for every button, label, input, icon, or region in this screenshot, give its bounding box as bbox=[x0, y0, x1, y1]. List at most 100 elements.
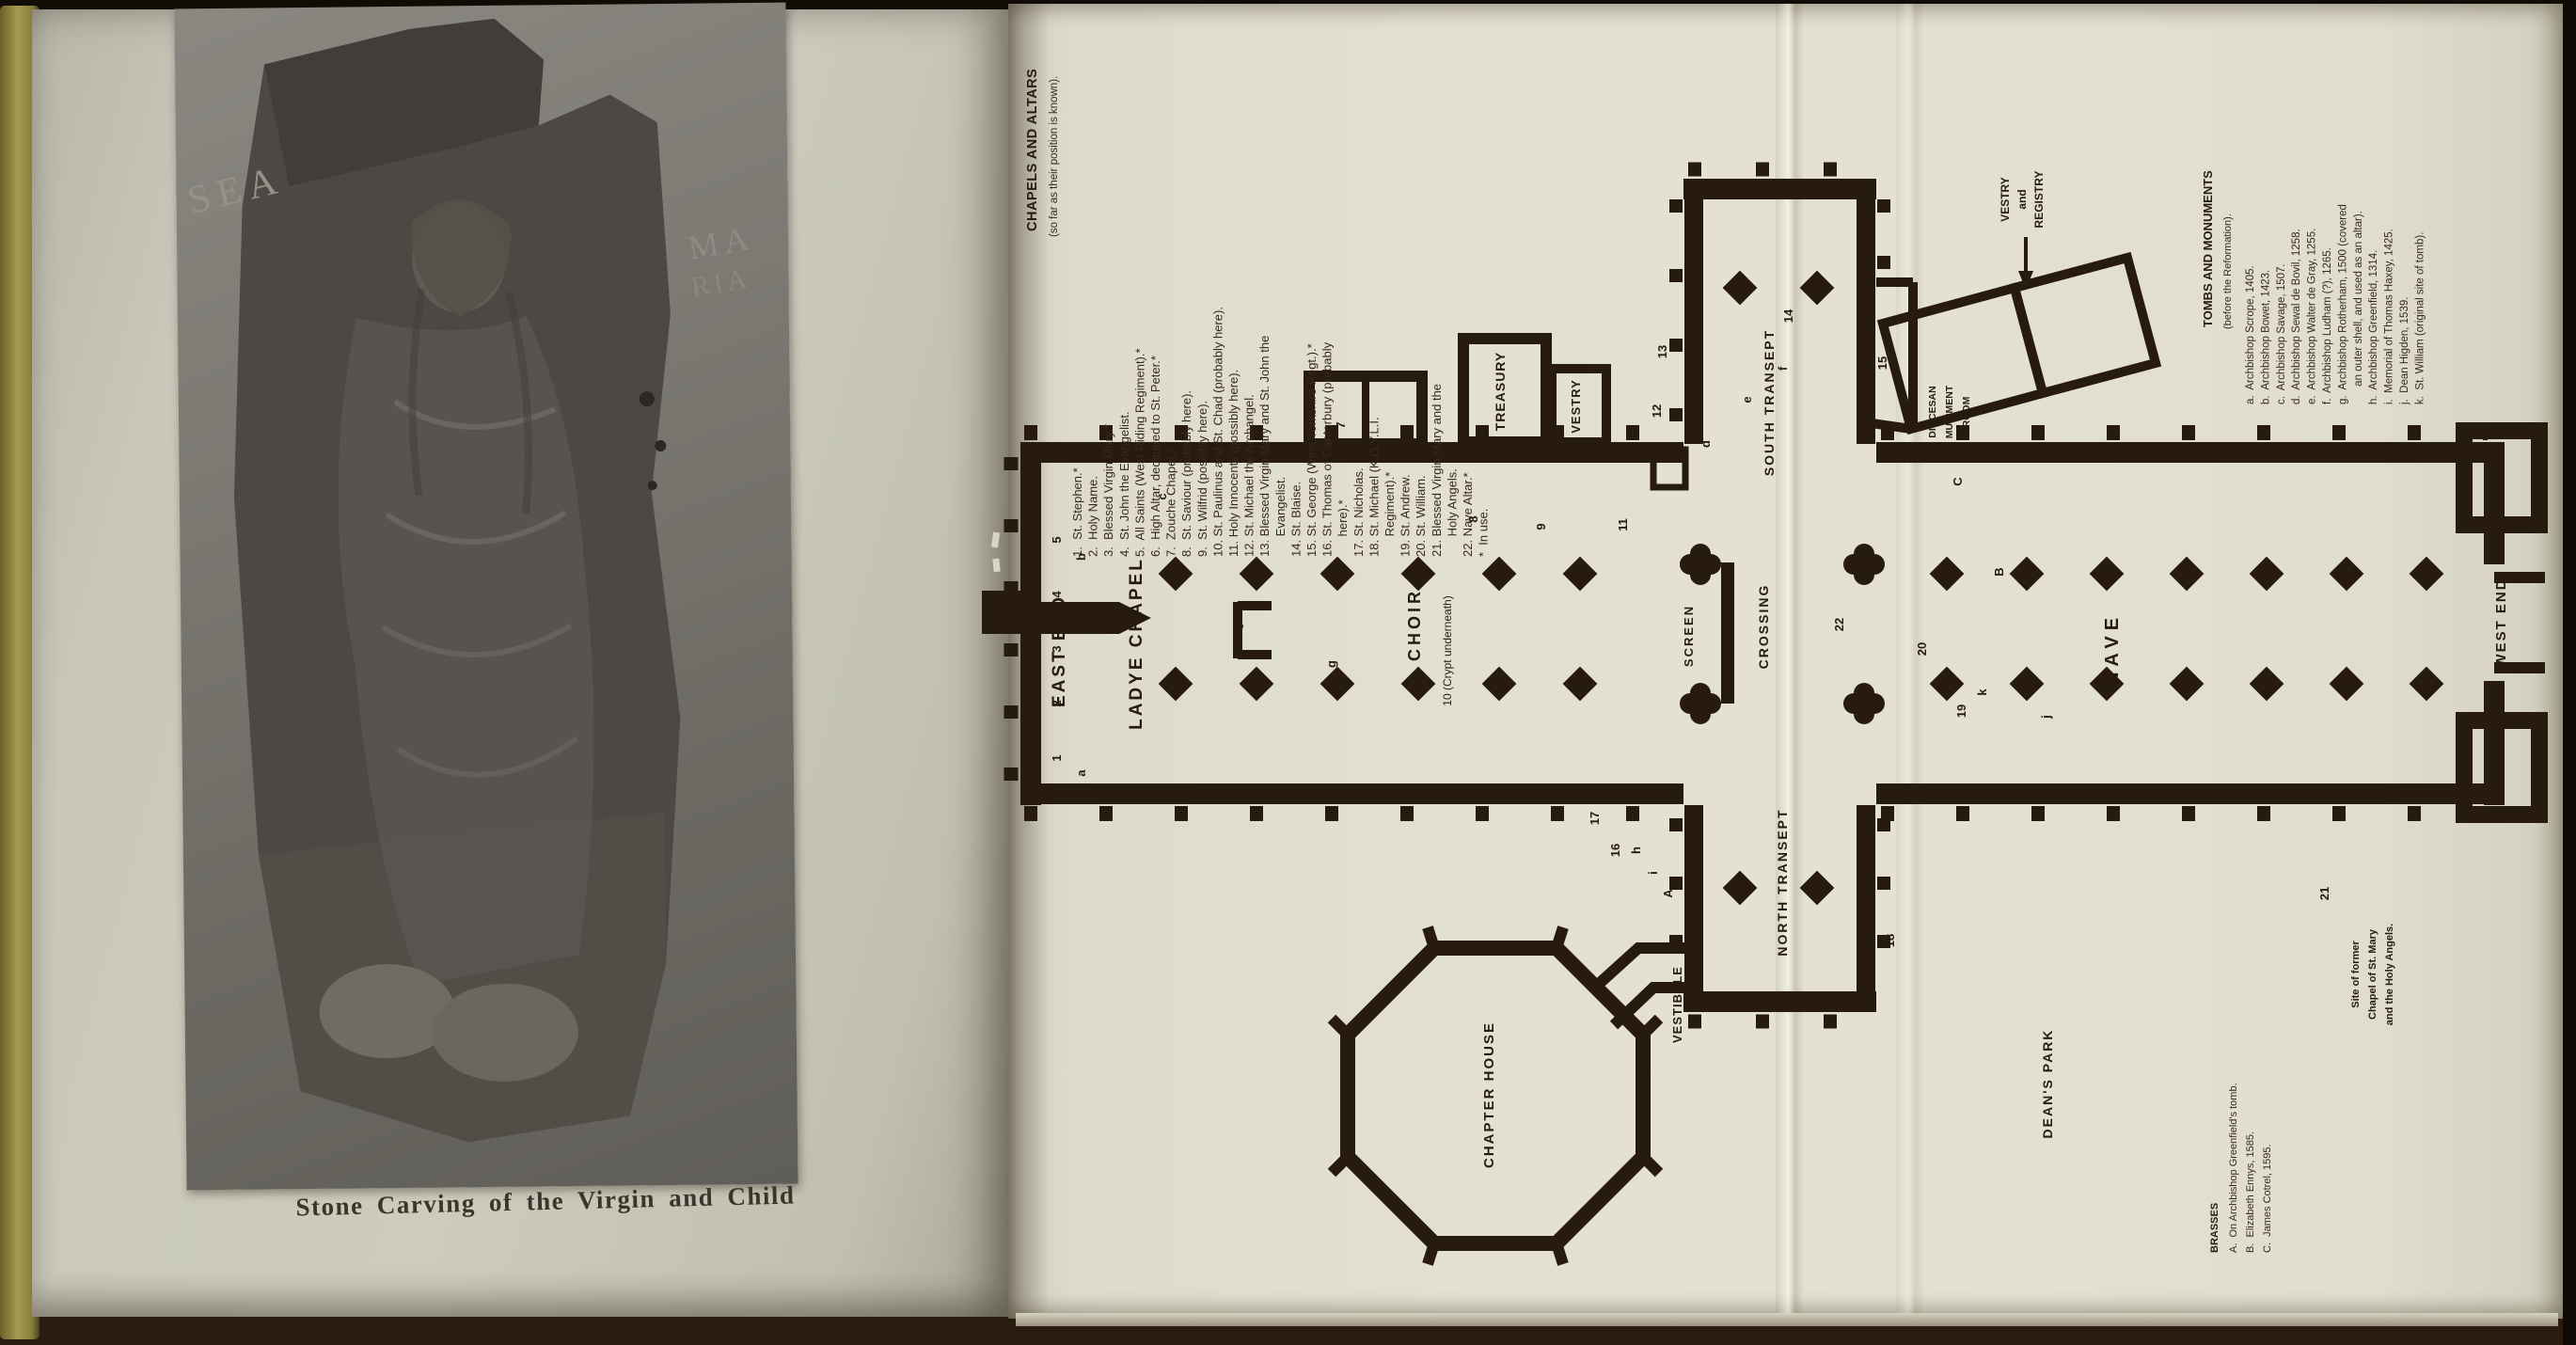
tombs-list-line: k. St. William (original site of tomb). bbox=[2414, 232, 2426, 404]
column-pier bbox=[2009, 556, 2045, 592]
plan-marker: 7 bbox=[1334, 421, 1348, 428]
chapels-list-line: 15. St. George (West Yorkshire Regt.).* bbox=[1304, 343, 1319, 557]
label-site-of-former-chapel: Site of former bbox=[2350, 941, 2362, 1008]
chapels-list-line: Regiment).* bbox=[1383, 472, 1397, 557]
label-ladye-chapel: LADYE CHAPEL bbox=[1127, 557, 1146, 730]
plan-marker: 17 bbox=[1588, 812, 1602, 825]
label-west-end: WEST END bbox=[2493, 578, 2509, 667]
plan-marker: 2 bbox=[1050, 700, 1064, 706]
plan-marker: i bbox=[1646, 871, 1660, 875]
column-pier bbox=[1239, 666, 1274, 702]
plan-marker: 14 bbox=[1781, 309, 1795, 323]
column-pier bbox=[1239, 556, 1274, 592]
column-pier bbox=[1562, 666, 1598, 702]
chapels-list-line: 1. St. Stephen.* bbox=[1070, 467, 1084, 557]
label-treasury: TREASURY bbox=[1493, 352, 1508, 432]
chapels-list-line: 7. Zouche Chapel.* bbox=[1164, 449, 1178, 557]
label-vestry-registry: VESTRY bbox=[1999, 177, 2012, 222]
tombs-list-line: j. Dean Higden, 1539. bbox=[2399, 297, 2410, 405]
brasses-list-title: BRASSES bbox=[2209, 1203, 2220, 1253]
chapels-list-line: * In use. bbox=[1477, 509, 1491, 557]
plan-marker: e bbox=[1740, 396, 1754, 403]
column-pier bbox=[1320, 666, 1355, 702]
column-pier bbox=[1481, 556, 1517, 592]
chapels-list-line: here).* bbox=[1335, 499, 1350, 557]
plan-marker: C bbox=[1951, 477, 1965, 486]
brasses-list-line: A. On Archbishop Greenfield's tomb. bbox=[2228, 1083, 2239, 1253]
chapels-list-line: 11. Holy Innocents (possibly here). bbox=[1226, 370, 1241, 557]
tombs-list-line: h. Archbishop Greenfield, 1314. bbox=[2368, 250, 2379, 404]
tombs-list-line: f. Archbishop Ludham (?), 1265. bbox=[2322, 247, 2333, 404]
chapels-list-line: 8. St. Saviour (probably here). bbox=[1179, 390, 1193, 557]
column-pier bbox=[2409, 666, 2444, 702]
chapels-list-line: 6. High Altar, dedicated to St. Peter.* bbox=[1148, 356, 1162, 557]
label-vestibule: VESTIBULE bbox=[1670, 966, 1684, 1043]
tombs-list-line: g. Archbishop Rotherham, 1500 (covered bbox=[2337, 204, 2348, 404]
chapels-list-line: Holy Angels. bbox=[1445, 468, 1459, 557]
column-pier bbox=[2089, 556, 2125, 592]
chapels-list-subtitle: (so far as their position is known). bbox=[1049, 76, 1060, 237]
chapels-list-line: 14. St. Blaise. bbox=[1288, 482, 1303, 557]
chapels-list-line: 5. All Saints (West Riding Regiment).* bbox=[1132, 348, 1146, 557]
label-diocesan-muniment-room: ROOM bbox=[1961, 396, 1972, 427]
stone-carving-art: SEA MA RIA bbox=[183, 18, 757, 1143]
column-pier bbox=[2329, 666, 2364, 702]
chapels-list-line: 20. St. William. bbox=[1414, 475, 1428, 557]
label-choir: CHOIR bbox=[1405, 588, 1424, 661]
column-pier bbox=[2249, 666, 2284, 702]
plan-marker: A bbox=[1661, 889, 1675, 898]
column-pier bbox=[1562, 556, 1598, 592]
chapels-list-line: 17. St. Nicholas. bbox=[1351, 467, 1366, 557]
column-pier bbox=[1799, 870, 1835, 906]
plan-generated-text: CHAPELS AND ALTARS(so far as their posit… bbox=[1025, 69, 2444, 1253]
chapels-list-line: 22. Nave Altar.* bbox=[1461, 472, 1475, 557]
column-pier bbox=[1722, 270, 1758, 306]
label-deans-park: DEAN'S PARK bbox=[2040, 1029, 2055, 1139]
chapels-list-line: 12. St. Michael the Archangel. bbox=[1242, 394, 1256, 557]
column-pier bbox=[1929, 666, 1965, 702]
tombs-list-line: d. Archbishop Sewal de Bovil, 1258. bbox=[2291, 229, 2302, 404]
chapels-list-line: 19. St. Andrew. bbox=[1399, 475, 1413, 557]
plan-marker: B bbox=[1992, 567, 2006, 576]
label-crypt: 10 (Crypt underneath) bbox=[1441, 595, 1454, 705]
column-pier bbox=[1158, 556, 1193, 592]
plan-marker: a bbox=[1074, 769, 1088, 777]
label-east-end: EAST END bbox=[1050, 594, 1069, 707]
plan-marker: 18 bbox=[1883, 934, 1897, 947]
plan-marker: c bbox=[1155, 493, 1169, 499]
column-pier bbox=[1799, 270, 1835, 306]
plan-marker: 21 bbox=[2317, 887, 2331, 900]
chapels-list-line: 16. St. Thomas of Canterbury (probably bbox=[1320, 341, 1335, 557]
plan-marker: k bbox=[1975, 688, 1989, 696]
label-diocesan-muniment-room: DIOCESAN bbox=[1927, 386, 1938, 437]
chapels-list-line: 2. Holy Name. bbox=[1086, 476, 1100, 557]
tombs-list-line: a. Archbishop Scrope, 1405. bbox=[2245, 265, 2256, 404]
label-vestry-registry: and bbox=[2015, 189, 2029, 209]
tombs-list-line: c. Archbishop Savage, 1507. bbox=[2276, 263, 2287, 404]
column-pier bbox=[1722, 870, 1758, 906]
label-screen: SCREEN bbox=[1682, 605, 1696, 667]
column-pier bbox=[1320, 556, 1355, 592]
plan-marker: d bbox=[1699, 440, 1713, 448]
label-chapter-house: CHAPTER HOUSE bbox=[1481, 1021, 1497, 1168]
page-under-edge bbox=[1016, 1313, 2558, 1326]
plan-marker: 5 bbox=[1050, 536, 1064, 543]
chapels-list-line: 9. St. Wilfrid (possibly here). bbox=[1195, 401, 1209, 557]
label-site-of-former-chapel: and the Holy Angels. bbox=[2384, 924, 2395, 1025]
plan-marker: 22 bbox=[1832, 618, 1846, 631]
column-pier bbox=[2409, 556, 2444, 592]
chapels-list-line: 13. Blessed Virgin Mary and St. John the bbox=[1257, 336, 1272, 557]
chapels-list-line: 4. St. John the Evangelist. bbox=[1117, 411, 1131, 557]
column-pier bbox=[2169, 666, 2205, 702]
column-pier bbox=[2009, 666, 2045, 702]
label-vestry: VESTRY bbox=[1569, 379, 1583, 434]
label-south-transept: SOUTH TRANSEPT bbox=[1762, 329, 1777, 476]
plan-marker: 4 bbox=[1050, 591, 1064, 598]
label-vestry-registry: REGISTRY bbox=[2032, 171, 2046, 229]
stone-carving-photo: SEA MA RIA bbox=[174, 2, 798, 1191]
plan-marker: j bbox=[2039, 715, 2053, 720]
plan-marker: f bbox=[1776, 366, 1790, 371]
plan-marker: 1 bbox=[1050, 754, 1064, 761]
column-pier bbox=[2169, 556, 2205, 592]
